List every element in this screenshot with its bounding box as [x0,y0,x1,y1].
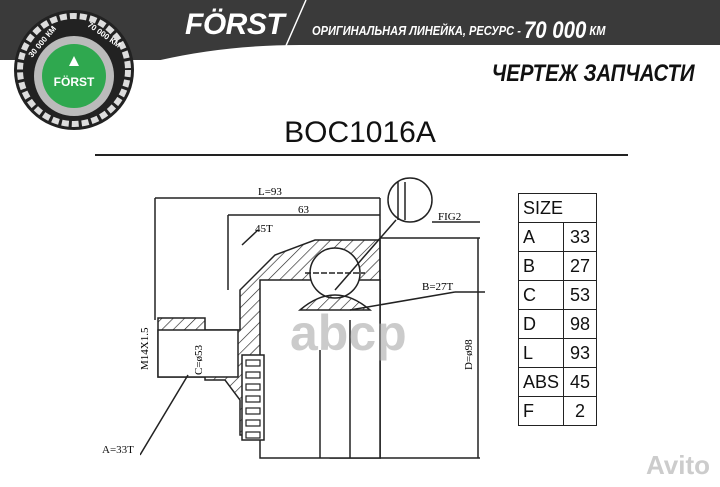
svg-text:FIG2: FIG2 [438,211,461,223]
svg-text:L=93: L=93 [258,186,282,198]
size-header: SIZE [517,193,598,223]
svg-text:45T: 45T [255,223,273,235]
divider [95,154,628,156]
svg-text:D=ø98: D=ø98 [463,339,475,370]
svg-text:C=ø53: C=ø53 [193,344,205,375]
brand-name: FÖRST [185,8,285,41]
part-drawing: L=93 63 45T FIG2 B=27T D=ø98 M14X1.5 C=ø… [140,177,485,459]
tagline: ОРИГИНАЛЬНАЯ ЛИНЕЙКА, РЕСУРС - 70 000 КМ [312,17,606,44]
subtitle: ЧЕРТЕЖ ЗАПЧАСТИ [492,60,695,87]
avito-watermark: Avito [645,450,710,480]
logo: FÖRST 30 000 КМ 70 000 КМ [14,10,134,130]
logo-text: FÖRST [54,74,95,89]
svg-text:B=27T: B=27T [422,281,454,293]
header-band [0,0,720,60]
part-number: BOC1016A [284,116,436,149]
svg-text:M14X1.5: M14X1.5 [140,327,151,370]
svg-text:63: 63 [298,204,310,216]
watermark: abcp [290,305,407,361]
spline-inner-label: A=33T [102,444,134,456]
